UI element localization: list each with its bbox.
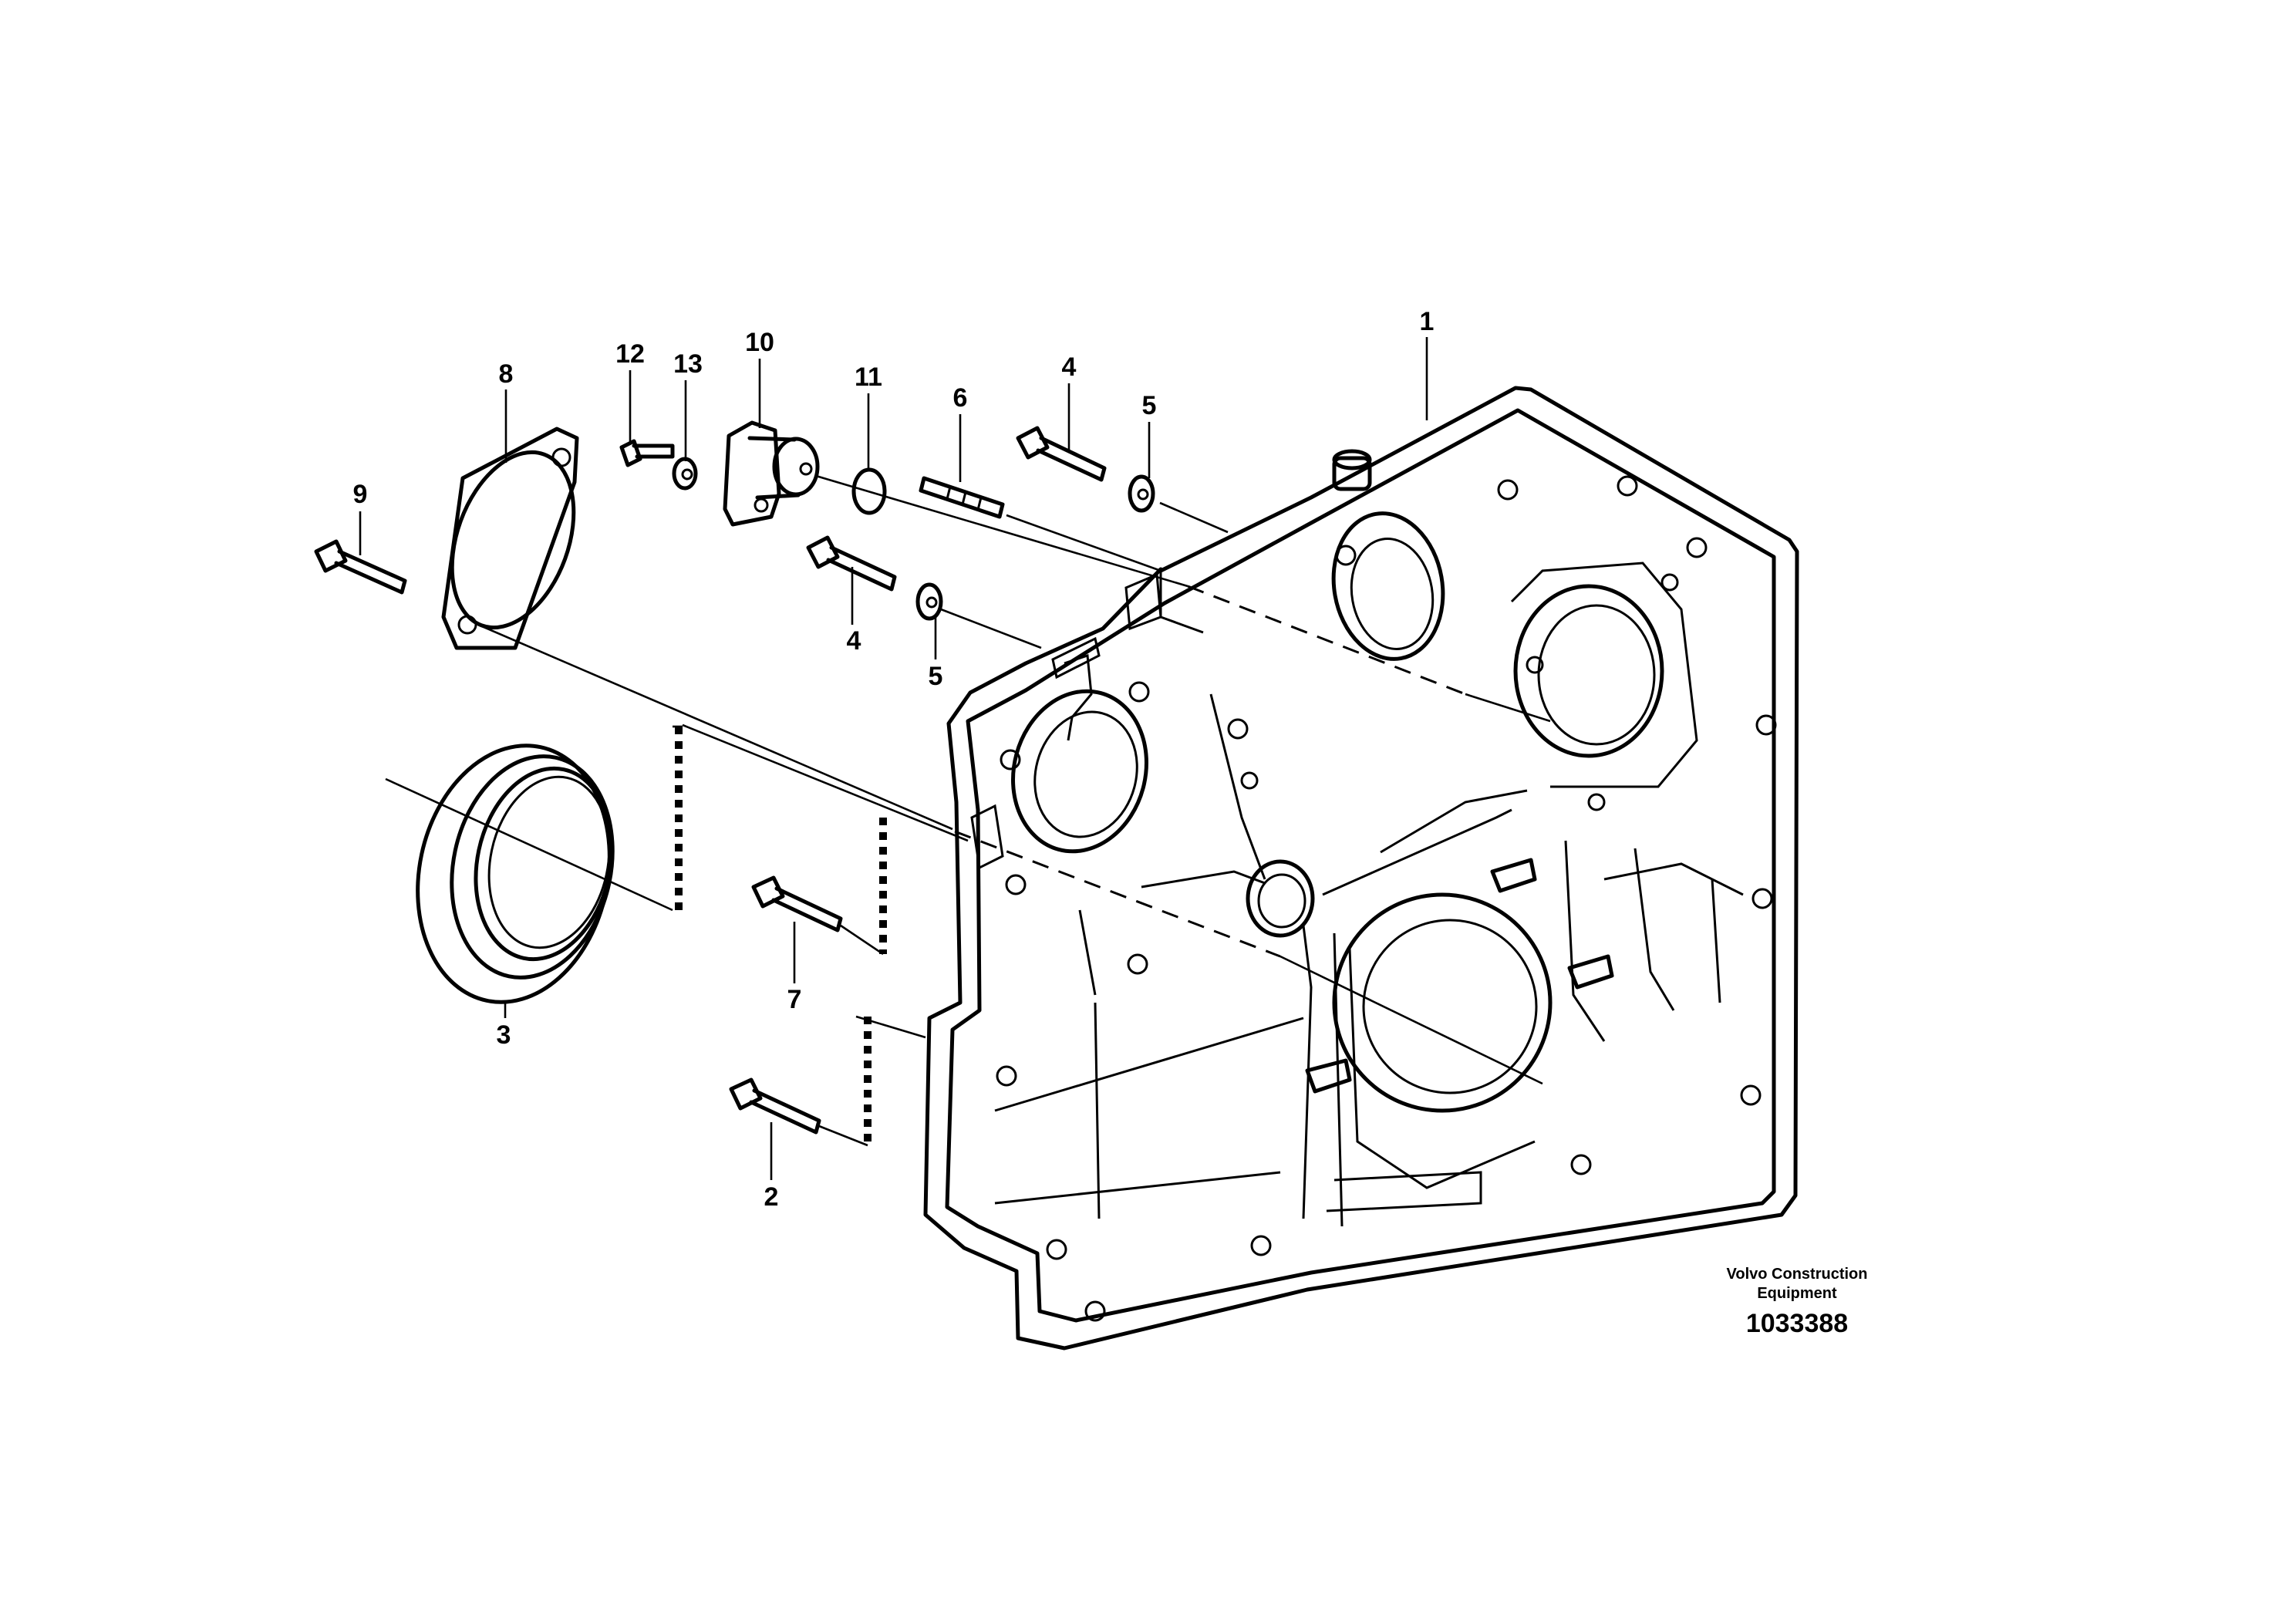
drawing-footer: Volvo Construction Equipment 1033388 [1697, 1265, 1897, 1340]
timing-gear-cover [923, 386, 1799, 1351]
screw-4-lower [806, 535, 897, 592]
callout-10: 10 [745, 328, 774, 357]
callout-8: 8 [499, 359, 514, 389]
callout-4-upper: 4 [1062, 352, 1077, 382]
washer-5-lower [915, 582, 943, 621]
mating-lines [673, 725, 926, 1147]
screw-9 [314, 539, 407, 595]
callout-5-upper: 5 [1142, 391, 1157, 420]
screw-4-upper [1016, 426, 1107, 482]
washer-13 [672, 457, 698, 491]
cover-plate [441, 427, 579, 650]
callout-3: 3 [497, 1020, 511, 1050]
sensor-assembly [723, 420, 820, 527]
crankshaft-seal [416, 744, 615, 1004]
screw-2 [729, 1077, 821, 1135]
brand-line-2: Equipment [1757, 1285, 1837, 1302]
callouts: 1 8 9 12 13 10 11 6 4 5 4 5 3 7 2 [353, 307, 1435, 1212]
washer-5-upper [1128, 474, 1155, 513]
callout-5-lower: 5 [929, 662, 943, 691]
callout-12: 12 [615, 339, 645, 369]
screw-7 [751, 875, 843, 932]
callout-1: 1 [1420, 307, 1435, 336]
callout-4-lower: 4 [847, 626, 861, 656]
callout-2: 2 [764, 1182, 779, 1212]
assembly-lines [385, 474, 1551, 1085]
callout-9: 9 [353, 480, 368, 509]
drawing-number: 1033388 [1745, 1309, 1849, 1338]
screw-12 [619, 439, 675, 467]
callout-13: 13 [673, 349, 703, 379]
brand-line-1: Volvo Construction [1726, 1266, 1868, 1283]
callout-11: 11 [855, 363, 882, 392]
stud-6 [919, 476, 1005, 519]
leader-lines [359, 337, 1428, 1180]
callout-7: 7 [787, 985, 802, 1014]
callout-6: 6 [953, 383, 968, 413]
